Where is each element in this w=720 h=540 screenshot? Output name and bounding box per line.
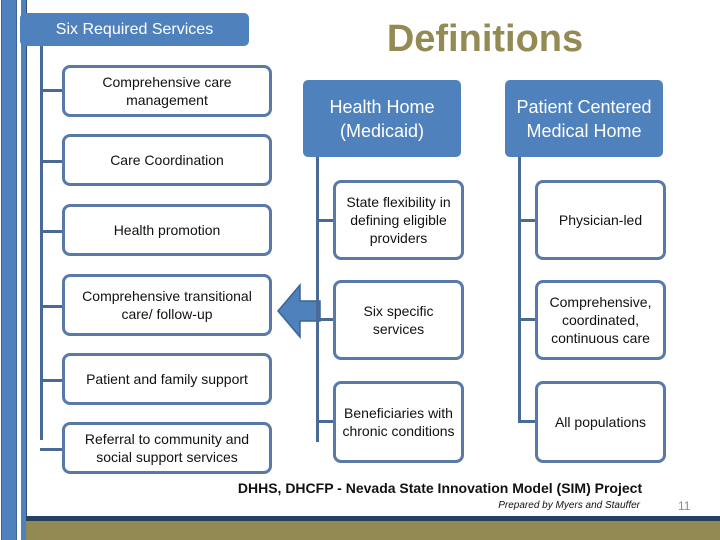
service-transitional-care: Comprehensive transitional care/ follow-… xyxy=(62,274,272,336)
page-title: Definitions xyxy=(386,18,584,60)
health-home-connector xyxy=(316,157,319,442)
project-title: DHHS, DHCFP - Nevada State Innovation Mo… xyxy=(237,480,643,496)
prepared-by: Prepared by Myers and Stauffer xyxy=(498,500,640,511)
health-home-header: Health Home (Medicaid) xyxy=(303,80,461,157)
service-patient-family-support: Patient and family support xyxy=(62,353,272,405)
left-branch xyxy=(40,448,64,451)
health-home-branch xyxy=(316,219,335,222)
pcmh-item-physician-led: Physician-led xyxy=(535,180,666,260)
left-branch xyxy=(40,160,64,163)
health-home-item-flexibility: State flexibility in defining eligible p… xyxy=(333,180,464,260)
left-edge-thin-bar xyxy=(21,0,27,540)
footer-band xyxy=(26,521,720,540)
footer-divider xyxy=(26,516,720,521)
left-branch xyxy=(40,230,64,233)
health-home-item-services: Six specific services xyxy=(333,280,464,360)
pcmh-connector xyxy=(518,157,521,423)
service-care-management: Comprehensive care management xyxy=(62,65,272,117)
left-tree-connector xyxy=(40,46,43,440)
left-edge-bar xyxy=(1,0,17,540)
health-home-item-beneficiaries: Beneficiaries with chronic conditions xyxy=(333,381,464,463)
left-branch xyxy=(40,379,64,382)
pcmh-branch xyxy=(518,318,537,321)
pcmh-branch xyxy=(518,219,537,222)
pcmh-header: Patient Centered Medical Home xyxy=(505,80,663,157)
service-care-coordination: Care Coordination xyxy=(62,134,272,186)
left-branch xyxy=(40,305,64,308)
health-home-branch xyxy=(316,420,335,423)
pcmh-item-all-populations: All populations xyxy=(535,381,666,463)
service-referral: Referral to community and social support… xyxy=(62,422,272,474)
page-number: 11 xyxy=(678,499,691,513)
six-required-services-header: Six Required Services xyxy=(20,13,249,46)
pcmh-item-comprehensive: Comprehensive, coordinated, continuous c… xyxy=(535,280,666,360)
pcmh-branch xyxy=(518,420,537,423)
left-branch xyxy=(40,89,64,92)
service-health-promotion: Health promotion xyxy=(62,204,272,256)
health-home-branch xyxy=(316,318,335,321)
arrow-left-icon xyxy=(277,283,321,339)
